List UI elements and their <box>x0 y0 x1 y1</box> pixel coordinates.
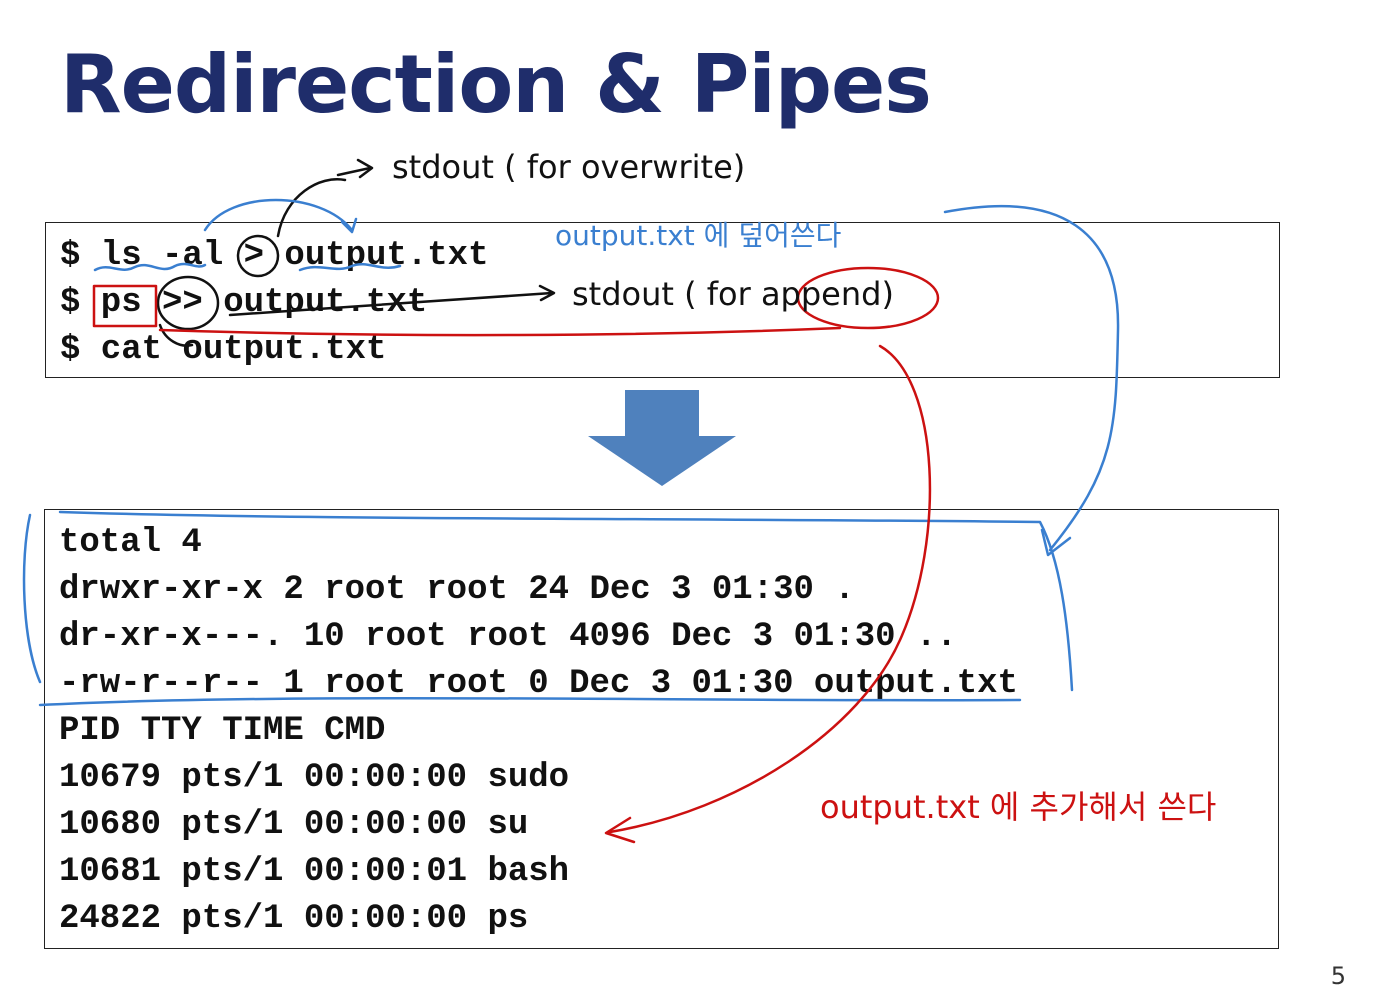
output-line-8: 10681 pts/1 00:00:01 bash <box>59 853 570 891</box>
output-line-9: 24822 pts/1 00:00:00 ps <box>59 900 529 938</box>
output-box: total 4 drwxr-xr-x 2 root root 24 Dec 3 … <box>44 509 1279 949</box>
command-line-1: $ ls -al > output.txt <box>60 237 489 275</box>
output-line-2: drwxr-xr-x 2 root root 24 Dec 3 01:30 . <box>59 571 855 609</box>
slide-title: Redirection & Pipes <box>60 38 932 131</box>
overwrite-note: stdout ( for overwrite) <box>392 148 745 186</box>
output-line-1: total 4 <box>59 524 202 562</box>
output-line-3: dr-xr-x---. 10 root root 4096 Dec 3 01:3… <box>59 618 957 656</box>
output-line-6: 10679 pts/1 00:00:00 sudo <box>59 759 570 797</box>
output-line-7: 10680 pts/1 00:00:00 su <box>59 806 529 844</box>
page-number: 5 <box>1330 962 1346 990</box>
command-box: $ ls -al > output.txt $ ps >> output.txt… <box>45 222 1280 378</box>
output-line-5: PID TTY TIME CMD <box>59 712 386 750</box>
command-line-2: $ ps >> output.txt <box>60 284 428 322</box>
output-line-4: -rw-r--r-- 1 root root 0 Dec 3 01:30 out… <box>59 665 1018 703</box>
command-line-3: $ cat output.txt <box>60 331 387 369</box>
down-arrow-icon <box>588 390 736 486</box>
